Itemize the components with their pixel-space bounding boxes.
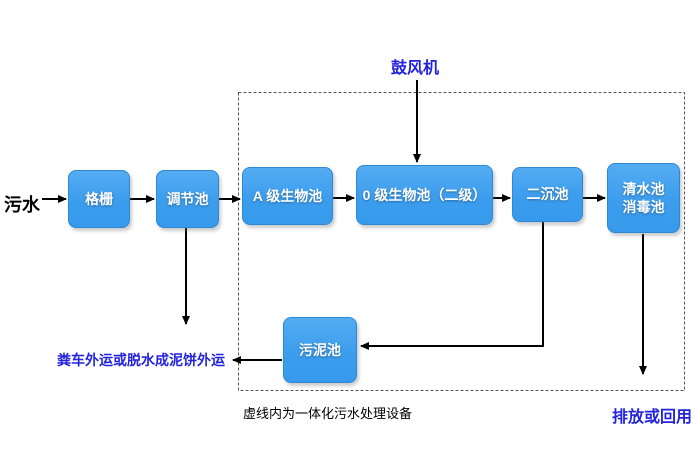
node-disinfection-tank-label: 消毒池 [622, 199, 665, 215]
node-a-bio-tank-label: A 级生物池 [252, 187, 323, 204]
arrow-secondary-clarifier-to-sludge-tank [360, 222, 544, 350]
sludge-disposal-label: 粪车外运或脱水成泥饼外运 [57, 352, 225, 368]
node-secondary-clarifier-label: 二沉池 [526, 186, 569, 203]
node-clear-water-tank-label: 清水池 [622, 180, 665, 197]
node-a-bio-tank: A 级生物池 [242, 167, 333, 225]
blower-label: 鼓风机 [391, 60, 440, 77]
integrated-equipment-dashed-boundary [238, 92, 685, 391]
node-sludge-tank: 污泥池 [283, 317, 357, 383]
node-clear-water-disinfection-tank: 清水池 消毒池 [607, 163, 680, 233]
node-screen-label: 格栅 [85, 190, 113, 207]
node-o-bio-tank-label: 0 级生物池（二级） [362, 186, 487, 203]
influent-label: 污水 [4, 195, 40, 215]
node-o-bio-tank: 0 级生物池（二级） [356, 165, 493, 225]
node-secondary-clarifier: 二沉池 [512, 167, 583, 222]
node-regulating-tank-label: 调节池 [166, 190, 209, 207]
node-sludge-tank-label: 污泥池 [299, 341, 341, 358]
node-screen: 格栅 [68, 170, 130, 228]
dashed-boundary-caption: 虚线内为一体化污水处理设备 [243, 406, 413, 421]
discharge-label: 排放或回用 [612, 409, 693, 426]
node-regulating-tank: 调节池 [156, 170, 219, 228]
